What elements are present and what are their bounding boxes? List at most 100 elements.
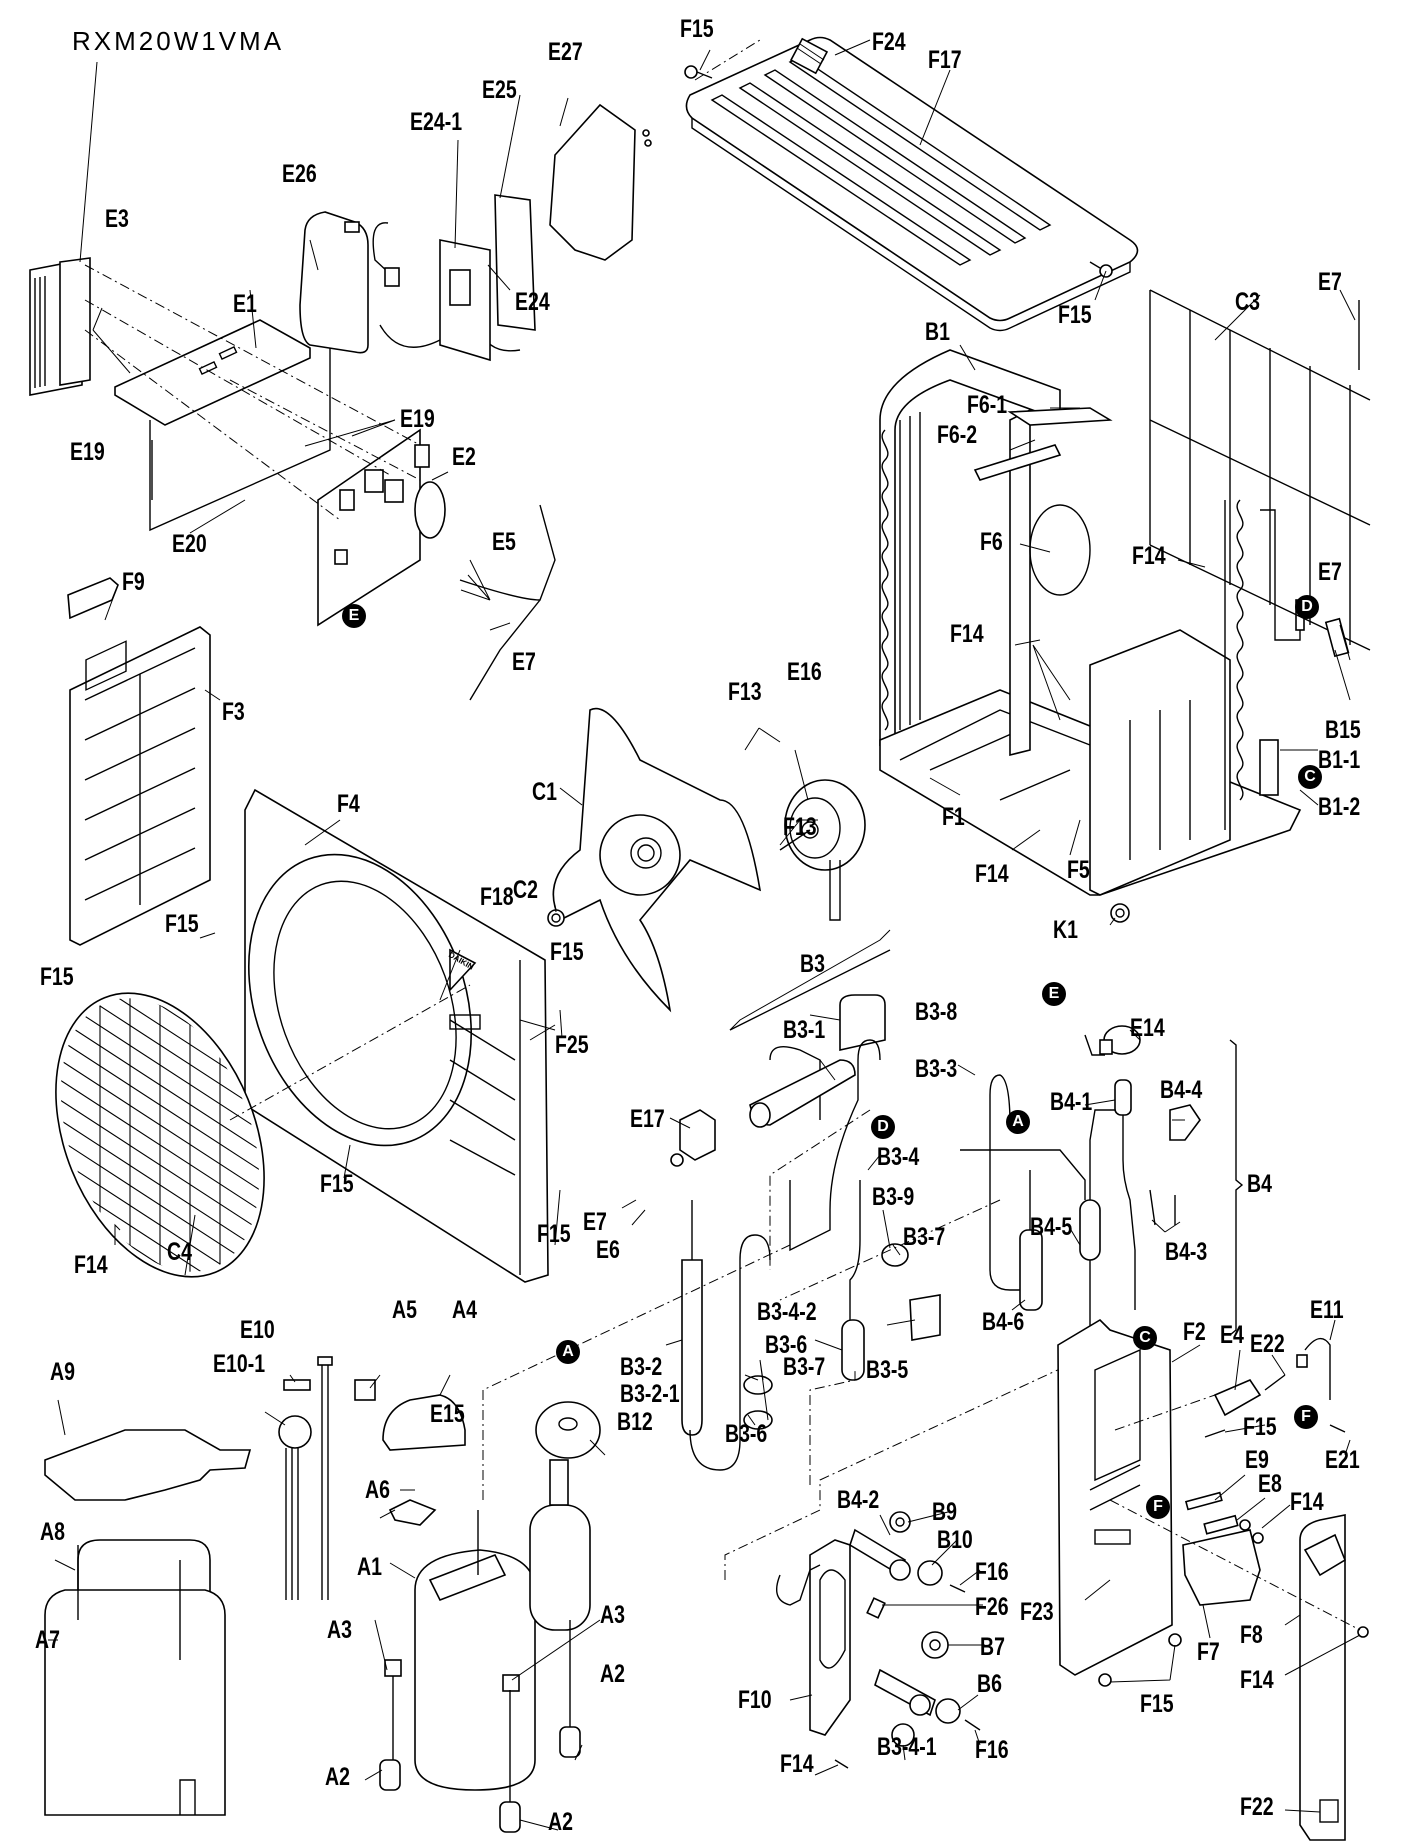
part-label-c3: C3: [1235, 288, 1260, 316]
part-label-b1-2: B1-2: [1318, 793, 1361, 821]
part-label-b3-6: B3-6: [765, 1331, 808, 1359]
part-label-a5: A5: [392, 1296, 417, 1324]
part-label-f15: F15: [1243, 1413, 1277, 1441]
part-label-e24: E24: [515, 288, 550, 316]
part-label-b3-8: B3-8: [915, 998, 958, 1026]
part-label-b3-7: B3-7: [903, 1223, 946, 1251]
part-label-b4-6: B4-6: [982, 1308, 1025, 1336]
part-label-f15: F15: [40, 963, 74, 991]
reference-marker-a: A: [1006, 1110, 1030, 1134]
reference-marker-c: C: [1133, 1326, 1157, 1350]
part-label-a4: A4: [452, 1296, 477, 1324]
fan-propeller-c1: [547, 707, 866, 1013]
part-label-f15: F15: [1058, 301, 1092, 329]
reference-marker-e: E: [1042, 982, 1066, 1006]
part-label-f15: F15: [320, 1170, 354, 1198]
part-label-b6: B6: [977, 1670, 1002, 1698]
part-label-f24: F24: [872, 28, 906, 56]
part-label-c4: C4: [167, 1238, 192, 1266]
front-panel-f4: DAIKIN: [244, 788, 549, 1283]
part-label-f14: F14: [975, 860, 1009, 888]
part-label-f23: F23: [1020, 1598, 1054, 1626]
part-label-c2: C2: [513, 876, 538, 904]
part-label-e6: E6: [596, 1236, 620, 1264]
part-label-a7: A7: [35, 1626, 60, 1654]
part-label-e10-1: E10-1: [213, 1350, 266, 1378]
part-label-b3: B3: [800, 950, 825, 978]
part-label-f6: F6: [980, 528, 1003, 556]
part-label-b4-5: B4-5: [1030, 1213, 1073, 1241]
part-label-a2: A2: [600, 1660, 625, 1688]
part-label-f6-1: F6-1: [967, 391, 1008, 419]
reference-marker-d: D: [1295, 595, 1319, 619]
part-label-f25: F25: [555, 1031, 589, 1059]
part-label-b3-1: B3-1: [783, 1016, 826, 1044]
part-label-f22: F22: [1240, 1793, 1274, 1821]
part-label-b4-3: B4-3: [1165, 1238, 1208, 1266]
compressor-a1: [44, 1244, 791, 1833]
part-label-f6-2: F6-2: [937, 421, 978, 449]
part-label-f14: F14: [1132, 542, 1166, 570]
part-label-e19: E19: [400, 405, 435, 433]
part-label-f15: F15: [165, 910, 199, 938]
part-label-b4-4: B4-4: [1160, 1076, 1203, 1104]
part-label-f15: F15: [537, 1220, 571, 1248]
part-label-c1: C1: [532, 778, 557, 806]
part-label-e9: E9: [1245, 1446, 1269, 1474]
part-label-f16: F16: [975, 1558, 1009, 1586]
part-label-f3: F3: [222, 698, 245, 726]
reference-marker-a: A: [556, 1340, 580, 1364]
part-label-b10: B10: [937, 1526, 973, 1554]
screw-icon: [684, 65, 1113, 278]
part-label-b4-2: B4-2: [837, 1486, 880, 1514]
part-label-e20: E20: [172, 530, 207, 558]
reference-marker-f: F: [1294, 1405, 1318, 1429]
part-label-b7: B7: [980, 1633, 1005, 1661]
part-label-e7: E7: [583, 1208, 607, 1236]
part-label-b3-4: B3-4: [877, 1143, 920, 1171]
part-label-a6: A6: [365, 1476, 390, 1504]
part-label-e2: E2: [452, 443, 476, 471]
part-label-b3-3: B3-3: [915, 1055, 958, 1083]
refrigerant-piping-b3: [670, 949, 1086, 1471]
part-label-b3-6: B3-6: [725, 1420, 768, 1448]
part-label-f17: F17: [928, 46, 962, 74]
part-label-e17: E17: [630, 1105, 665, 1133]
part-label-f14: F14: [950, 620, 984, 648]
part-label-f7: F7: [1197, 1638, 1220, 1666]
part-label-a2: A2: [548, 1808, 573, 1836]
group-bracket-b3: [729, 929, 891, 1031]
part-label-f13: F13: [728, 678, 762, 706]
part-label-e4: E4: [1220, 1321, 1244, 1349]
part-label-b1-1: B1-1: [1318, 746, 1361, 774]
part-label-f26: F26: [975, 1593, 1009, 1621]
model-number-title: RXM20W1VMA: [72, 26, 285, 56]
part-label-b3-2: B3-2: [620, 1353, 663, 1381]
part-label-e7: E7: [1318, 268, 1342, 296]
part-label-f18: F18: [480, 883, 514, 911]
part-label-b3-2-1: B3-2-1: [620, 1380, 680, 1408]
part-label-b3-7: B3-7: [783, 1353, 826, 1381]
part-label-f16: F16: [975, 1736, 1009, 1764]
electrical-components: [29, 103, 652, 701]
part-label-b4-1: B4-1: [1050, 1088, 1093, 1116]
part-label-f4: F4: [337, 790, 360, 818]
part-label-f8: F8: [1240, 1621, 1263, 1649]
part-label-f2: F2: [1183, 1318, 1206, 1346]
part-label-f15: F15: [550, 938, 584, 966]
part-label-e1: E1: [233, 290, 257, 318]
reference-marker-f: F: [1146, 1495, 1170, 1519]
side-panel-f2: [1057, 1318, 1369, 1841]
reference-marker-d: D: [871, 1115, 895, 1139]
reference-marker-e: E: [342, 604, 366, 628]
part-label-b15: B15: [1325, 716, 1361, 744]
part-label-k1: K1: [1053, 916, 1078, 944]
part-label-e14: E14: [1130, 1014, 1165, 1042]
part-label-e21: E21: [1325, 1446, 1360, 1474]
part-label-b3-5: B3-5: [866, 1356, 909, 1384]
part-label-f14: F14: [1240, 1666, 1274, 1694]
reference-marker-c: C: [1298, 765, 1322, 789]
part-label-e10: E10: [240, 1316, 275, 1344]
part-label-a9: A9: [50, 1358, 75, 1386]
part-label-b4: B4: [1247, 1170, 1272, 1198]
